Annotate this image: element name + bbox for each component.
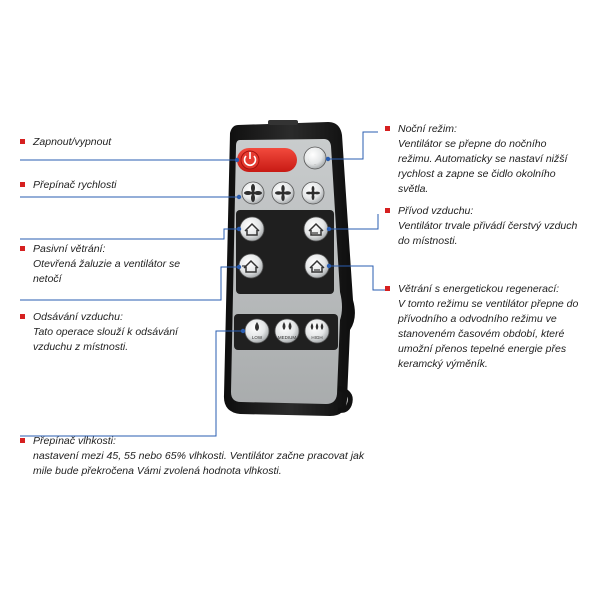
marker-speed — [20, 182, 25, 187]
marker-power — [20, 139, 25, 144]
label-night-body: Ventilátor se přepne do nočního režimu. … — [398, 138, 568, 195]
label-night-title: Noční režim: — [398, 123, 457, 135]
connector-lines — [20, 131, 388, 437]
label-power-title: Zapnout/vypnout — [33, 136, 112, 148]
label-supply-body: Ventilátor trvale přivádí čerstvý vzduch… — [398, 220, 578, 247]
label-exhaust: Odsávání vzduchu: Tato operace slouží k … — [20, 310, 213, 355]
label-passive-body: Otevřená žaluzie a ventilátor se netočí — [33, 258, 181, 285]
speed-button-2[interactable] — [271, 181, 295, 205]
label-speed-title: Přepínač rychlosti — [33, 179, 117, 191]
humidity-low-label: LOW — [252, 335, 263, 340]
speed-button-1[interactable] — [241, 181, 265, 205]
label-humidity-body: nastavení mezi 45, 55 nebo 65% vlhkosti.… — [33, 450, 365, 477]
humidity-medium-label: MEDIUM — [278, 335, 296, 340]
humidity-high-label: HIGH — [311, 335, 322, 340]
label-humidity: Přepínač vlhkosti: nastavení mezi 45, 55… — [20, 434, 383, 479]
energy-recovery-button[interactable] — [304, 253, 330, 279]
humidity-high-button[interactable]: HIGH — [304, 318, 330, 344]
recovery-connector — [329, 265, 388, 291]
marker-exhaust — [20, 314, 25, 319]
passive-connector — [20, 228, 239, 240]
air-supply-button[interactable] — [303, 216, 329, 242]
label-passive: Pasivní větrání: Otevřená žaluzie a vent… — [20, 242, 183, 287]
label-power: Zapnout/vypnout — [20, 135, 213, 150]
connector-dots — [234, 156, 332, 334]
supply-connector — [329, 214, 379, 230]
night-mode-button[interactable] — [303, 146, 327, 170]
exhaust-button[interactable] — [238, 253, 264, 279]
label-passive-title: Pasivní větrání: — [33, 243, 106, 255]
exhaust-connector — [20, 266, 239, 301]
label-recovery: Větrání s energetickou regenerací: V tom… — [385, 282, 593, 372]
marker-humidity — [20, 438, 25, 443]
label-humidity-title: Přepínač vlhkosti: — [33, 435, 116, 447]
label-recovery-title: Větrání s energetickou regenerací: — [398, 283, 560, 295]
power-button[interactable] — [237, 148, 297, 172]
marker-passive — [20, 246, 25, 251]
label-supply: Přívod vzduchu: Ventilátor trvale přivád… — [385, 204, 578, 249]
humidity-connector — [20, 330, 243, 437]
label-exhaust-body: Tato operace slouží k odsávání vzduchu z… — [33, 326, 178, 353]
label-night: Noční režim: Ventilátor se přepne do noč… — [385, 122, 583, 197]
speed-button-3[interactable] — [301, 181, 325, 205]
humidity-medium-button[interactable]: MEDIUM — [274, 318, 300, 344]
night-connector — [328, 131, 378, 160]
label-speed: Přepínač rychlosti — [20, 178, 213, 193]
marker-night — [385, 126, 390, 131]
marker-supply — [385, 208, 390, 213]
label-supply-title: Přívod vzduchu: — [398, 205, 474, 217]
humidity-low-button[interactable]: LOW — [244, 318, 270, 344]
label-recovery-body: V tomto režimu se ventilátor přepne do p… — [398, 298, 579, 370]
passive-ventilation-button[interactable] — [239, 216, 265, 242]
label-exhaust-title: Odsávání vzduchu: — [33, 311, 123, 323]
marker-recovery — [385, 286, 390, 291]
